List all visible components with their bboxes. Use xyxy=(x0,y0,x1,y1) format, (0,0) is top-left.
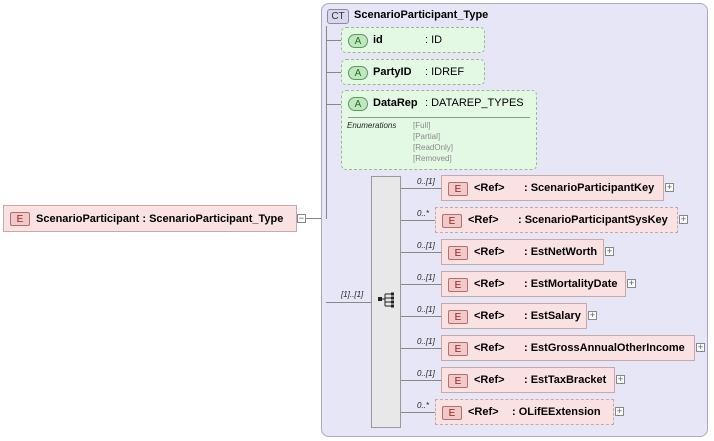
element-badge: E xyxy=(448,182,468,196)
element-estnetworth[interactable]: E <Ref> : EstNetWorth xyxy=(441,239,604,265)
element-badge: E xyxy=(448,342,468,356)
enumeration-value: [Partial] xyxy=(413,132,441,141)
element-name: : OLifEExtension xyxy=(512,406,601,418)
element-badge: E xyxy=(448,310,468,324)
element-name: : EstGrossAnnualOtherIncome xyxy=(524,342,685,354)
attribute-name: PartyID xyxy=(373,66,412,78)
connector-line xyxy=(306,218,321,219)
element-estgrossannualotherincome[interactable]: E <Ref> : EstGrossAnnualOtherIncome xyxy=(441,335,695,361)
enumeration-value: [Removed] xyxy=(413,154,452,163)
complex-type-title: ScenarioParticipant_Type xyxy=(354,9,489,21)
attribute-id[interactable]: A id : ID xyxy=(341,27,485,53)
attribute-name: id xyxy=(373,34,383,46)
attribute-partyid[interactable]: A PartyID : IDREF xyxy=(341,59,485,85)
connector-line xyxy=(401,348,441,349)
element-badge: E xyxy=(10,212,30,226)
connector-line xyxy=(401,316,441,317)
attribute-badge: A xyxy=(348,34,368,48)
expand-toggle[interactable]: + xyxy=(605,246,614,256)
expand-toggle[interactable]: + xyxy=(616,374,625,384)
element-cardinality: 0..[1] xyxy=(417,337,435,346)
sequence-cardinality: [1]..[1] xyxy=(341,290,364,299)
connector-line xyxy=(326,72,341,73)
element-scenarioparticipantkey[interactable]: E <Ref> : ScenarioParticipantKey xyxy=(441,175,664,201)
element-ref: <Ref> xyxy=(474,278,505,290)
element-badge: E xyxy=(448,278,468,292)
connector-line xyxy=(401,252,441,253)
attribute-connector-trunk xyxy=(326,26,327,219)
connector-line xyxy=(401,284,441,285)
element-badge: E xyxy=(448,374,468,388)
element-ref: <Ref> xyxy=(474,342,505,354)
element-badge: E xyxy=(442,406,462,420)
connector-line xyxy=(401,412,435,413)
attribute-datarep[interactable]: A DataRep : DATAREP_TYPES Enumerations [… xyxy=(341,90,537,170)
element-scenarioparticipantsyskey[interactable]: E <Ref> : ScenarioParticipantSysKey xyxy=(435,207,678,233)
element-cardinality: 0..* xyxy=(417,401,430,410)
enumeration-values: [Full] [Partial] [ReadOnly] [Removed] xyxy=(413,120,453,164)
connector-line xyxy=(326,104,341,105)
enumeration-value: [ReadOnly] xyxy=(413,143,454,152)
collapse-toggle[interactable]: − xyxy=(297,213,306,223)
enumeration-value: [Full] xyxy=(413,121,431,130)
element-cardinality: 0..* xyxy=(417,209,430,218)
connector-line xyxy=(401,220,435,221)
element-ref: <Ref> xyxy=(474,374,505,386)
attribute-badge: A xyxy=(348,66,368,80)
expand-toggle[interactable]: + xyxy=(615,406,624,416)
complex-type-badge: CT xyxy=(327,9,349,24)
connector-line xyxy=(326,40,341,41)
connector-line xyxy=(401,380,441,381)
attribute-name: DataRep xyxy=(373,97,418,109)
attribute-badge: A xyxy=(348,97,368,111)
connector-line xyxy=(326,302,371,303)
connector-line xyxy=(401,188,441,189)
sequence-compositor[interactable] xyxy=(371,176,401,428)
element-name: : EstNetWorth xyxy=(524,246,598,258)
element-badge: E xyxy=(442,214,462,228)
element-ref: <Ref> xyxy=(468,406,499,418)
element-estsalary[interactable]: E <Ref> : EstSalary xyxy=(441,303,587,329)
expand-toggle[interactable]: + xyxy=(665,182,674,192)
root-element-label: ScenarioParticipant : ScenarioParticipan… xyxy=(36,213,284,225)
attribute-type: : IDREF xyxy=(425,66,465,78)
element-cardinality: 0..[1] xyxy=(417,369,435,378)
expand-toggle[interactable]: + xyxy=(588,310,597,320)
element-esttaxbracket[interactable]: E <Ref> : EstTaxBracket xyxy=(441,367,615,393)
element-ref: <Ref> xyxy=(468,214,499,226)
element-ref: <Ref> xyxy=(474,310,505,322)
element-ref: <Ref> xyxy=(474,246,505,258)
element-name: : EstMortalityDate xyxy=(524,278,618,290)
attribute-type: : ID xyxy=(425,34,443,46)
sequence-icon xyxy=(378,292,394,308)
element-cardinality: 0..[1] xyxy=(417,241,435,250)
element-name: : ScenarioParticipantKey xyxy=(524,182,655,194)
enumerations-label: Enumerations xyxy=(347,121,397,130)
expand-toggle[interactable]: + xyxy=(627,278,636,288)
root-element[interactable]: E ScenarioParticipant : ScenarioParticip… xyxy=(3,205,297,232)
element-name: : EstSalary xyxy=(524,310,581,322)
element-estmortalitydate[interactable]: E <Ref> : EstMortalityDate xyxy=(441,271,626,297)
element-cardinality: 0..[1] xyxy=(417,177,435,186)
element-olifeextension[interactable]: E <Ref> : OLifEExtension xyxy=(435,399,614,425)
attribute-type: : DATAREP_TYPES xyxy=(425,97,524,109)
element-badge: E xyxy=(448,246,468,260)
expand-toggle[interactable]: + xyxy=(679,214,688,224)
expand-toggle[interactable]: + xyxy=(696,342,705,352)
element-cardinality: 0..[1] xyxy=(417,305,435,314)
enumeration-divider xyxy=(348,117,530,118)
element-name: : EstTaxBracket xyxy=(524,374,607,386)
element-cardinality: 0..[1] xyxy=(417,273,435,282)
element-ref: <Ref> xyxy=(474,182,505,194)
element-name: : ScenarioParticipantSysKey xyxy=(518,214,668,226)
